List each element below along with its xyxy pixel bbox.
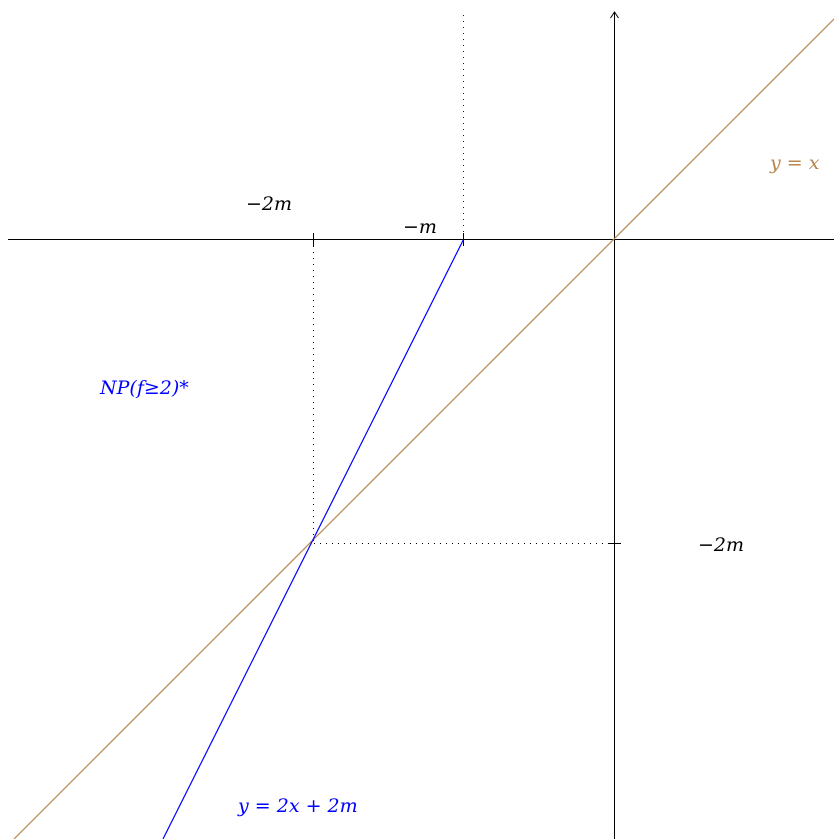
blue-line bbox=[162, 239, 465, 839]
label-region-np: NP(f≥2)* bbox=[99, 377, 189, 399]
label-tick-x-negm: −m bbox=[403, 216, 437, 238]
label-blue-line: y = 2x + 2m bbox=[237, 795, 358, 817]
label-tick-y-neg2m: −2m bbox=[698, 534, 744, 556]
y-axis-arrowhead bbox=[610, 11, 619, 19]
label-tick-x-neg2m: −2m bbox=[246, 193, 292, 215]
identity-line bbox=[13, 18, 834, 839]
label-identity-line: y = x bbox=[769, 152, 820, 174]
